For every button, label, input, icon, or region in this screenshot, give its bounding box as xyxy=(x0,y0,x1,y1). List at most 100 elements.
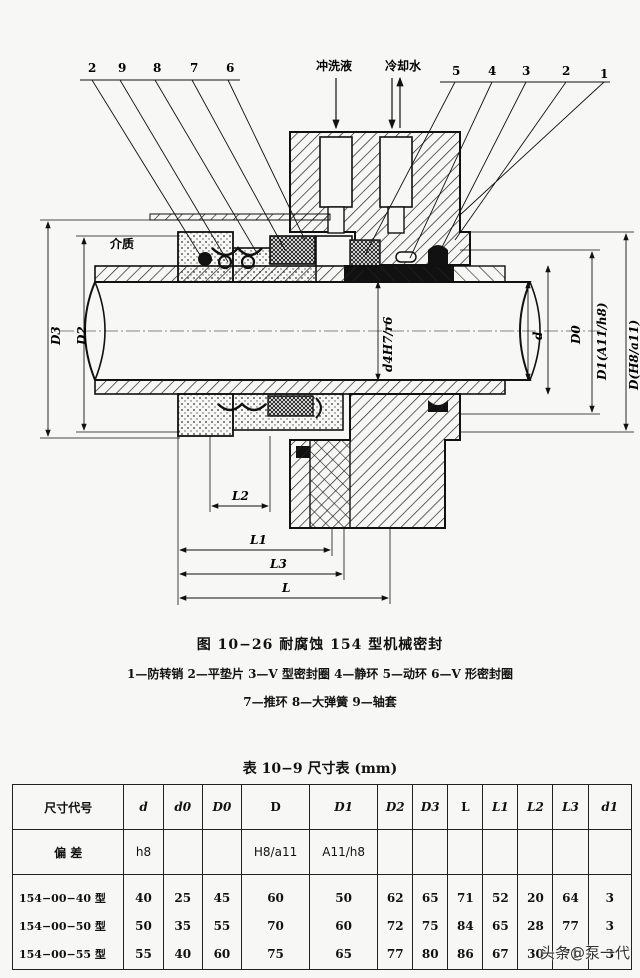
watermark: 头条@泵一代 xyxy=(539,944,630,962)
value-cell: 62 xyxy=(377,874,414,913)
value-cell: 86 xyxy=(447,939,484,970)
figure-legend-line-2: 7—推环 8—大弹簧 9—轴套 xyxy=(243,695,397,709)
value-cell: 25 xyxy=(162,874,203,913)
value-cell: 20 xyxy=(517,874,554,913)
label-part-2-right: 2 xyxy=(562,64,570,78)
tolerance-cell xyxy=(482,829,519,875)
value-cell: 50 xyxy=(309,874,379,913)
value-cell: 64 xyxy=(552,874,589,913)
tolerance-cell xyxy=(377,829,414,875)
value-cell: 55 xyxy=(123,939,164,970)
value-cell: 3 xyxy=(587,874,633,913)
value-cell: 65 xyxy=(309,939,379,970)
value-cell: 65 xyxy=(412,874,449,913)
value-cell: 70 xyxy=(241,913,311,939)
table-row: 154−00−40 型 40 25 45 60 50 62 65 71 52 2… xyxy=(11,874,633,913)
label-part-4: 4 xyxy=(488,64,496,78)
cooling-water-label: 冷却水 xyxy=(385,58,422,73)
tolerance-cell xyxy=(552,829,589,875)
table-header-row: 尺寸代号 d d0 D0 D D1 D2 D3 L L1 L2 L3 d1 xyxy=(11,784,633,830)
tolerance-cell xyxy=(447,829,484,875)
label-part-7: 7 xyxy=(190,61,198,75)
value-cell: 35 xyxy=(162,913,203,939)
gland-upper xyxy=(289,131,471,266)
value-cell: 60 xyxy=(241,874,311,913)
vertical-dimensions: D3 D2 d4H7/r6 d D0 D1(A11/h8) D(H8/a11) xyxy=(40,219,640,439)
label-part-3: 3 xyxy=(522,64,530,78)
part-labels: 2 9 8 7 6 5 4 3 2 1 冲洗液 冷却水 介质 xyxy=(80,58,610,263)
header-cell: L2 xyxy=(517,784,554,830)
value-cell: 75 xyxy=(412,913,449,939)
dim-D3: D3 xyxy=(49,326,63,346)
header-cell: L xyxy=(447,784,484,830)
tolerance-cell: H8/a11 xyxy=(241,829,311,875)
tolerance-label: 偏 差 xyxy=(11,829,125,875)
value-cell: 84 xyxy=(447,913,484,939)
model-cell: 154−00−40 型 xyxy=(11,874,125,913)
dim-D2: D2 xyxy=(75,326,89,346)
model-cell: 154−00−50 型 xyxy=(11,913,125,939)
value-cell: 3 xyxy=(587,939,633,970)
value-cell: 67 xyxy=(482,939,519,970)
header-cell: D2 xyxy=(377,784,414,830)
header-cell: d1 xyxy=(587,784,633,830)
tolerance-cell xyxy=(162,829,203,875)
medium-label: 介质 xyxy=(109,236,134,251)
dim-fit: d4H7/r6 xyxy=(381,316,395,372)
header-cell: d0 xyxy=(162,784,203,830)
value-cell: 3 xyxy=(587,913,633,939)
dim-L2: L2 xyxy=(231,489,249,503)
value-cell: 65 xyxy=(482,913,519,939)
figure-title: 图 10−26 耐腐蚀 154 型机械密封 xyxy=(196,637,444,653)
lower-seal-components xyxy=(177,393,448,458)
value-cell: 60 xyxy=(201,939,243,970)
sleeve-upper xyxy=(94,265,366,283)
value-cell: 50 xyxy=(123,913,164,939)
header-cell: D3 xyxy=(412,784,449,830)
flush-liquid-label: 冲洗液 xyxy=(316,58,352,73)
dim-D0: D0 xyxy=(569,325,583,345)
dim-L3: L3 xyxy=(269,557,287,571)
dim-L: L xyxy=(281,581,290,595)
header-cell: D xyxy=(241,784,311,830)
header-cell: D0 xyxy=(201,784,243,830)
label-part-1: 1 xyxy=(600,67,608,81)
header-cell: 尺寸代号 xyxy=(11,784,125,830)
table-row: 154−00−55 型 55 40 60 75 65 77 80 86 67 3… xyxy=(11,939,633,970)
value-cell: 45 xyxy=(201,874,243,913)
label-part-9: 9 xyxy=(118,61,126,75)
tolerance-cell: h8 xyxy=(123,829,164,875)
dimension-table: 尺寸代号 d d0 D0 D D1 D2 D3 L L1 L2 L3 d1 偏 … xyxy=(11,784,633,970)
tolerance-cell xyxy=(412,829,449,875)
value-cell: 55 xyxy=(201,913,243,939)
value-cell: 75 xyxy=(241,939,311,970)
mechanical-seal-drawing: 2 9 8 7 6 5 4 3 2 1 冲洗液 冷却水 介质 D3 D2 d4H… xyxy=(40,58,640,605)
header-cell: L1 xyxy=(482,784,519,830)
tolerance-cell xyxy=(201,829,243,875)
dim-L1: L1 xyxy=(249,533,267,547)
value-cell: 40 xyxy=(162,939,203,970)
tolerance-cell xyxy=(587,829,633,875)
tolerance-cell xyxy=(517,829,554,875)
label-part-8: 8 xyxy=(153,61,161,75)
figure-legend-line-1: 1—防转销 2—平垫片 3—V 型密封圈 4—静环 5—动环 6—V 形密封圈 xyxy=(127,667,513,681)
tolerance-cell: A11/h8 xyxy=(309,829,379,875)
model-cell: 154−00−55 型 xyxy=(11,939,125,970)
dim-d: d xyxy=(531,331,545,340)
horizontal-dimensions: L2 L1 L3 L xyxy=(177,436,391,605)
table-title: 表 10−9 尺寸表 (mm) xyxy=(242,761,398,777)
dim-D: D(H8/a11) xyxy=(627,320,640,391)
value-cell: 72 xyxy=(377,913,414,939)
table-row: 154−00−50 型 50 35 55 70 60 72 75 84 65 2… xyxy=(11,913,633,939)
value-cell: 77 xyxy=(377,939,414,970)
header-cell: d xyxy=(123,784,164,830)
header-cell: D1 xyxy=(309,784,379,830)
value-cell: 77 xyxy=(552,913,589,939)
value-cell: 60 xyxy=(309,913,379,939)
dim-D1: D1(A11/h8) xyxy=(595,302,609,381)
sleeve-lower xyxy=(94,379,506,395)
label-part-2-left: 2 xyxy=(88,61,96,75)
header-cell: L3 xyxy=(552,784,589,830)
value-cell: 71 xyxy=(447,874,484,913)
label-part-5: 5 xyxy=(452,64,460,78)
